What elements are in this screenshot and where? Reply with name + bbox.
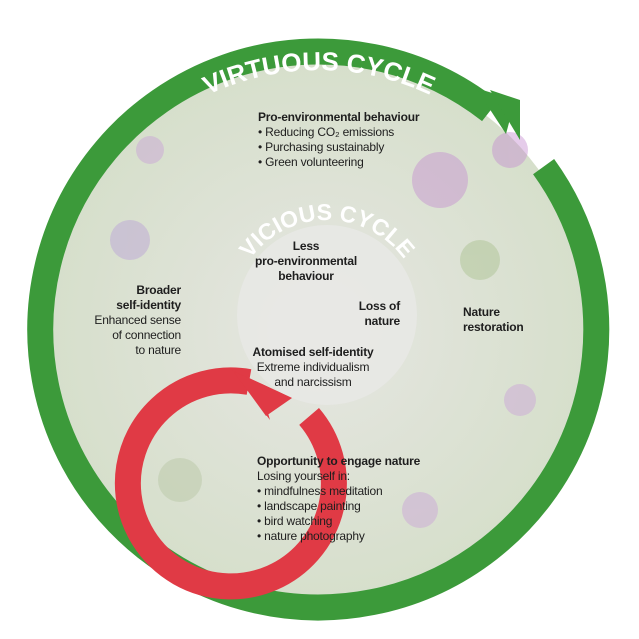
text-line: restoration [463,320,524,334]
list-item: • bird watching [257,514,333,528]
text-line: of connection [112,328,181,342]
text-line: Loss of [358,299,400,313]
opportunity-block: Opportunity to engage nature Losing your… [257,454,420,544]
pro-env-heading: Pro-environmental behaviour [258,110,420,124]
nature-restoration-label: Nature restoration [463,305,524,335]
text-line: Broader [136,283,181,297]
text-line: pro-environmental [255,254,357,268]
text-line: and narcissism [274,375,352,389]
flower-decorations [110,132,536,528]
list-item: • nature photography [257,529,365,543]
vicious-background [237,225,417,405]
list-item: • Green volunteering [258,155,364,169]
less-pro-env-label: Less pro-environmental behaviour [246,239,366,284]
text-line: Nature [463,305,500,319]
list-item: • landscape painting [257,499,361,513]
text-line: self-identity [116,298,181,312]
atomised-identity-label: Atomised self-identity Extreme individua… [243,345,383,390]
broader-self-identity-block: Broader self-identity Enhanced sense of … [90,283,181,358]
list-item: • mindfulness meditation [257,484,383,498]
pro-environmental-behaviour-block: Pro-environmental behaviour • Reducing C… [258,110,420,170]
opportunity-subheading: Losing yourself in: [257,469,350,483]
text-line: nature [364,314,401,328]
list-item: • Reducing CO₂ emissions [258,125,395,139]
vicious-cycle-ring [114,367,347,600]
virtuous-cycle-ring [27,38,610,621]
text-line: behaviour [278,269,334,283]
text-line: Enhanced sense [94,313,181,327]
text-line: Less [292,239,320,253]
list-item: • Purchasing sustainably [258,140,385,154]
opportunity-heading: Opportunity to engage nature [257,454,421,468]
loss-of-nature-label: Loss of nature [330,299,400,329]
text-line: Extreme individualism [256,360,370,374]
text-line: to nature [135,343,181,357]
text-line: Atomised self-identity [252,345,374,359]
